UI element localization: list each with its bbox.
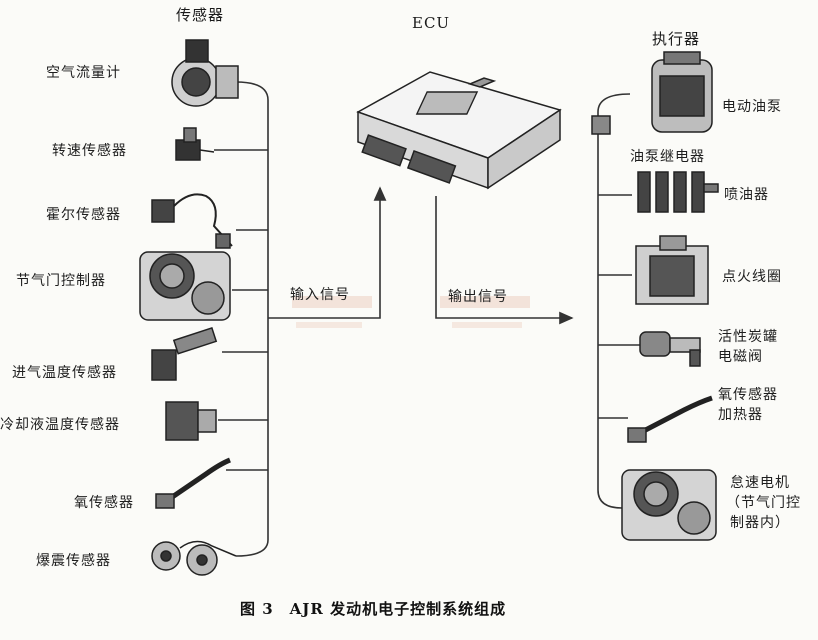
pump-relay-icon: [591, 115, 611, 135]
knock-sensor-icon: [151, 540, 237, 576]
coolant-temp-sensor-icon: [165, 401, 217, 441]
actuator-label-canister-1: 活性炭罐: [718, 329, 778, 345]
air-flow-meter-icon: [171, 39, 239, 107]
sensor-label-1: 转速传感器: [52, 143, 127, 159]
actuator-label-o2heater-2: 加热器: [718, 407, 763, 423]
canister-solenoid-icon: [639, 331, 701, 367]
input-signal-line: [268, 186, 387, 319]
ecu-unit-icon: [356, 71, 562, 190]
ignition-coil-icon: [635, 235, 709, 305]
sensor-label-3: 节气门控制器: [16, 273, 106, 289]
throttle-controller-icon: [139, 251, 231, 321]
intake-temp-sensor-icon: [151, 327, 218, 381]
actuator-label-idle-3: 制器内）: [730, 515, 790, 531]
actuator-label-o2heater-1: 氧传感器: [718, 387, 778, 403]
speed-sensor-icon: [175, 127, 215, 161]
hall-sensor-icon: [151, 193, 233, 249]
fuel-injectors-icon: [637, 171, 719, 213]
sensor-label-4: 进气温度传感器: [12, 365, 117, 381]
actuator-label-injector: 喷油器: [724, 187, 769, 203]
sensor-label-0: 空气流量计: [46, 65, 121, 81]
sensor-label-6: 氧传感器: [74, 495, 134, 511]
signal-label-smudge: [292, 296, 530, 328]
input-signal-label: 输入信号: [290, 287, 350, 303]
ecu-header: ECU: [412, 14, 451, 32]
actuator-label-canister-2: 电磁阀: [718, 349, 763, 365]
actuator-label-idle-2: （节气门控: [726, 495, 801, 511]
sensor-bus: [214, 81, 269, 557]
actuator-label-idle-1: 怠速电机: [730, 475, 790, 491]
sensor-label-7: 爆震传感器: [36, 553, 111, 569]
figure-caption: 图 3 AJR 发动机电子控制系统组成: [240, 600, 507, 618]
output-signal-label: 输出信号: [448, 289, 508, 305]
oxygen-sensor-icon: [155, 457, 231, 509]
fuel-pump-icon: [651, 51, 713, 133]
sensors-header: 传感器: [176, 6, 225, 24]
sensor-label-5: 冷却液温度传感器: [0, 417, 120, 433]
actuator-label-ignition-coil: 点火线圈: [722, 269, 782, 285]
actuator-label-pump-relay: 油泵继电器: [630, 149, 705, 165]
actuator-label-pump: 电动油泵: [722, 99, 782, 115]
actuator-bus: [597, 93, 640, 509]
o2-heater-icon: [627, 395, 713, 443]
output-signal-line: [435, 196, 574, 325]
actuators-header: 执行器: [652, 30, 701, 48]
sensor-label-2: 霍尔传感器: [46, 207, 121, 223]
idle-motor-icon: [621, 469, 717, 541]
